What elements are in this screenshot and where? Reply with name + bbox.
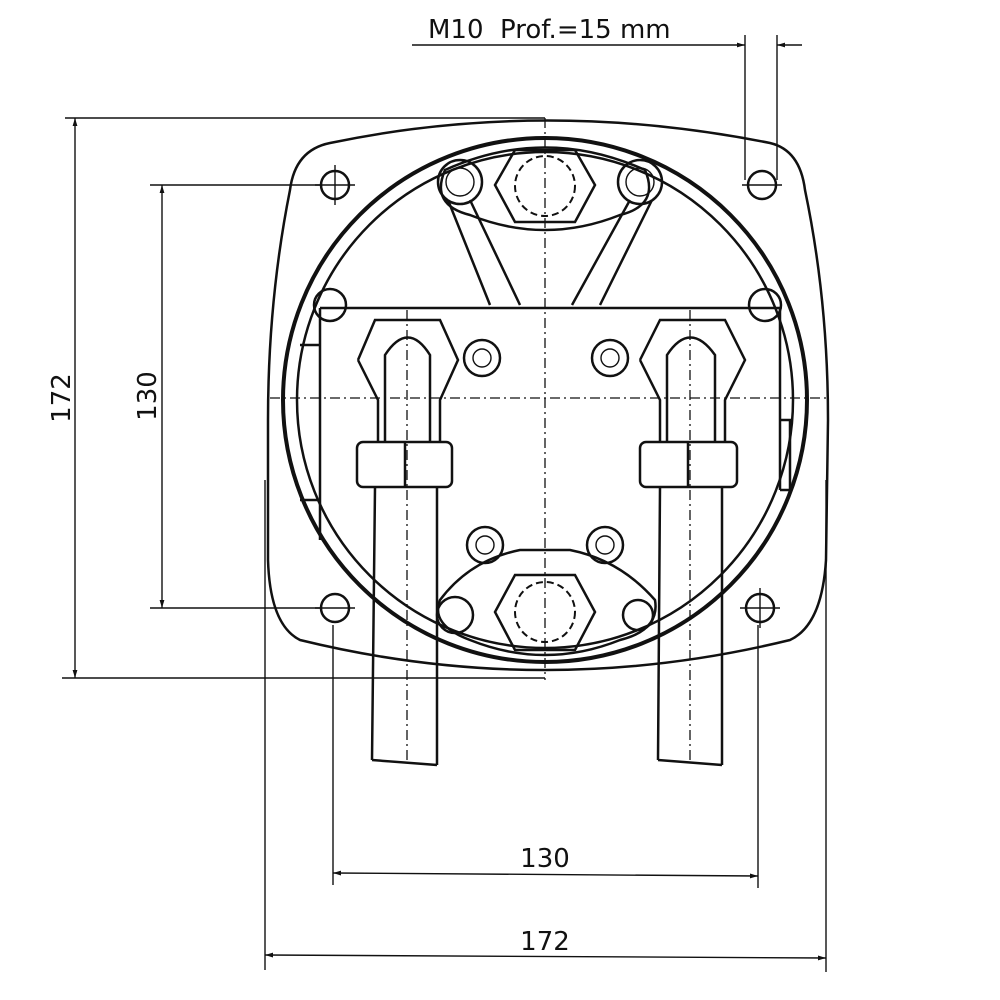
bolt-holes: [319, 169, 778, 624]
dim-bolt-width: 130: [520, 844, 570, 874]
right-pipe-fitting: [638, 318, 747, 767]
dim-outer-height: 172: [47, 373, 77, 423]
mounting-plate: [318, 306, 782, 540]
dim-bolt-height: 130: [133, 371, 163, 421]
dim-outer-width: 172: [520, 927, 570, 957]
flange-outline: [266, 119, 830, 672]
thread-note: M10 Prof.=15 mm: [428, 15, 671, 45]
dimension-lines: [62, 35, 827, 972]
plate-fittings: [462, 338, 630, 565]
bottom-hex-nut: [493, 573, 597, 652]
left-pipe-fitting: [355, 318, 460, 767]
top-bolt: [514, 155, 576, 217]
top-hex-nut: [493, 148, 597, 224]
center-lines: [270, 118, 826, 760]
